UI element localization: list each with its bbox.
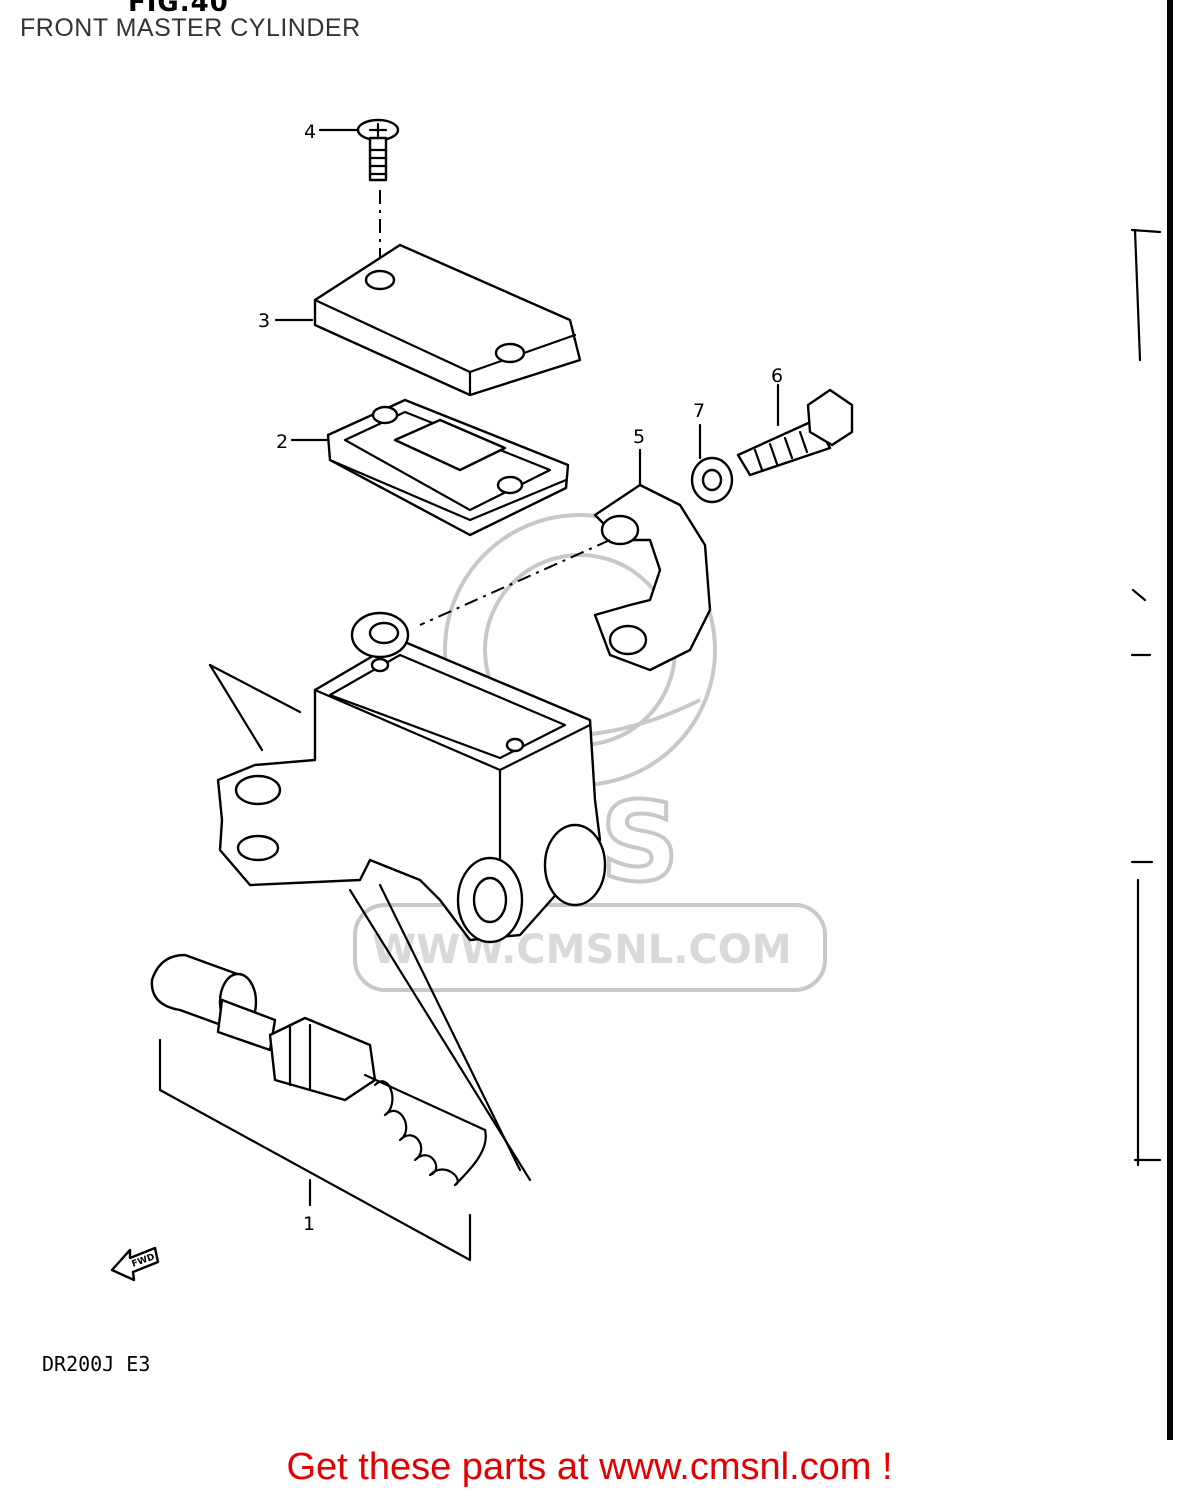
callout-1: 1 — [303, 1213, 315, 1235]
part-3-reservoir-cap — [313, 243, 582, 397]
callout-7: 7 — [693, 400, 705, 422]
callout-3: 3 — [258, 310, 270, 332]
callout-5: 5 — [633, 426, 645, 448]
figure-number: FIG.40 — [128, 0, 229, 18]
callout-2: 2 — [276, 431, 288, 453]
cmsnl-parts-link[interactable]: Get these parts at www.cmsnl.com ! — [286, 1446, 893, 1488]
scan-edge-artifacts — [1130, 0, 1173, 1440]
model-code: DR200J E3 — [42, 1352, 151, 1376]
part-2-diaphragm — [326, 398, 570, 537]
part-6-bolt — [736, 383, 854, 477]
callout-4: 4 — [304, 121, 316, 143]
part-5-clamp — [593, 448, 712, 672]
part-1-piston-kit — [150, 953, 487, 1187]
exploded-parts-diagram: CMS WWW.CMSNL.COM 4 3 2 5 — [110, 0, 1173, 1440]
part-7-washer — [690, 423, 734, 504]
figure-subtitle: FRONT MASTER CYLINDER — [20, 14, 361, 42]
watermark-url: WWW.CMSNL.COM — [372, 927, 792, 973]
forward-direction-arrow: FWD — [110, 1246, 160, 1282]
master-cylinder-body — [216, 611, 607, 944]
callout-6: 6 — [771, 365, 783, 387]
